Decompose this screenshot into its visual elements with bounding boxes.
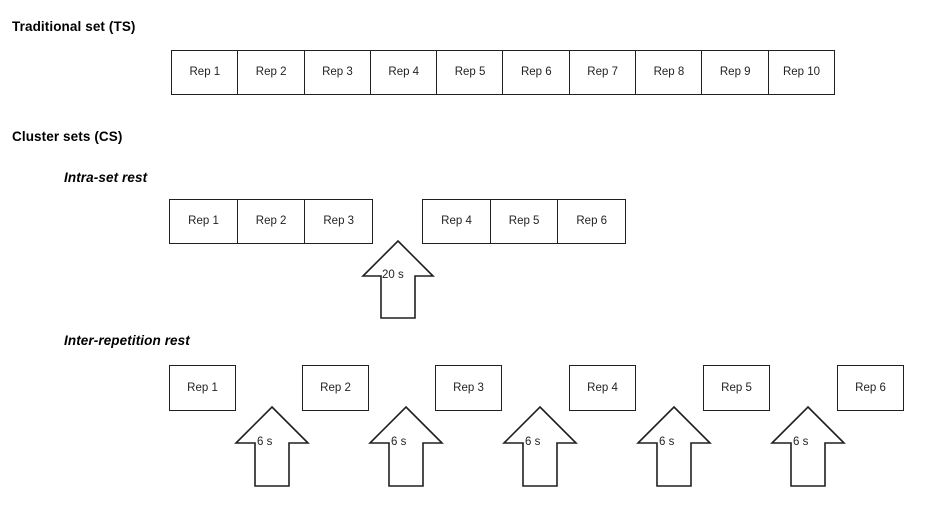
rep-box: Rep 5 — [489, 199, 559, 244]
rep-box: Rep 2 — [302, 365, 369, 411]
rep-box: Rep 4 — [369, 50, 438, 95]
rep-box: Rep 10 — [767, 50, 836, 95]
rep-box: Rep 3 — [304, 199, 374, 244]
rep-box: Rep 5 — [703, 365, 770, 411]
rep-box: Rep 6 — [557, 199, 627, 244]
inter-repetition-rest-label: 6 s — [257, 436, 273, 448]
rep-box: Rep 6 — [837, 365, 904, 411]
traditional-set-heading: Traditional set (TS) — [12, 19, 136, 34]
rep-box: Rep 2 — [237, 50, 305, 95]
rep-box: Rep 3 — [435, 365, 502, 411]
inter-repetition-rest-label: 6 s — [659, 436, 675, 448]
cluster-sets-heading: Cluster sets (CS) — [12, 129, 123, 144]
intra-set-rest-arrow: 20 s — [361, 239, 435, 319]
inter-repetition-rest-arrow: 6 s — [502, 405, 578, 487]
rep-box: Rep 9 — [701, 50, 770, 95]
rep-box: Rep 6 — [502, 50, 571, 95]
intra-set-rest-heading: Intra-set rest — [64, 170, 148, 185]
inter-repetition-rest-heading: Inter-repetition rest — [64, 333, 190, 348]
inter-repetition-rest-arrow: 6 s — [234, 405, 310, 487]
rep-box: Rep 5 — [436, 50, 504, 95]
rep-box: Rep 3 — [303, 50, 372, 95]
intra-set-rest-label: 20 s — [382, 269, 404, 281]
traditional-set-rep-strip: Rep 1 Rep 2 Rep 3 Rep 4 Rep 5 Rep 6 Rep … — [171, 50, 836, 95]
rep-box: Rep 1 — [169, 365, 236, 411]
rep-box: Rep 1 — [169, 199, 238, 244]
rep-box: Rep 4 — [422, 199, 491, 244]
rep-box: Rep 8 — [635, 50, 703, 95]
rep-box: Rep 2 — [236, 199, 306, 244]
rep-box: Rep 4 — [569, 365, 636, 411]
intra-set-group-a-strip: Rep 1 Rep 2 Rep 3 — [169, 199, 374, 244]
inter-repetition-rest-arrow: 6 s — [770, 405, 846, 487]
inter-repetition-rest-label: 6 s — [391, 436, 407, 448]
rep-box: Rep 7 — [568, 50, 637, 95]
rep-box: Rep 1 — [171, 50, 239, 95]
inter-repetition-rest-label: 6 s — [793, 436, 809, 448]
inter-repetition-rest-arrow: 6 s — [368, 405, 444, 487]
intra-set-group-b-strip: Rep 4 Rep 5 Rep 6 — [422, 199, 627, 244]
inter-repetition-rest-label: 6 s — [525, 436, 541, 448]
inter-repetition-rest-arrow: 6 s — [636, 405, 712, 487]
